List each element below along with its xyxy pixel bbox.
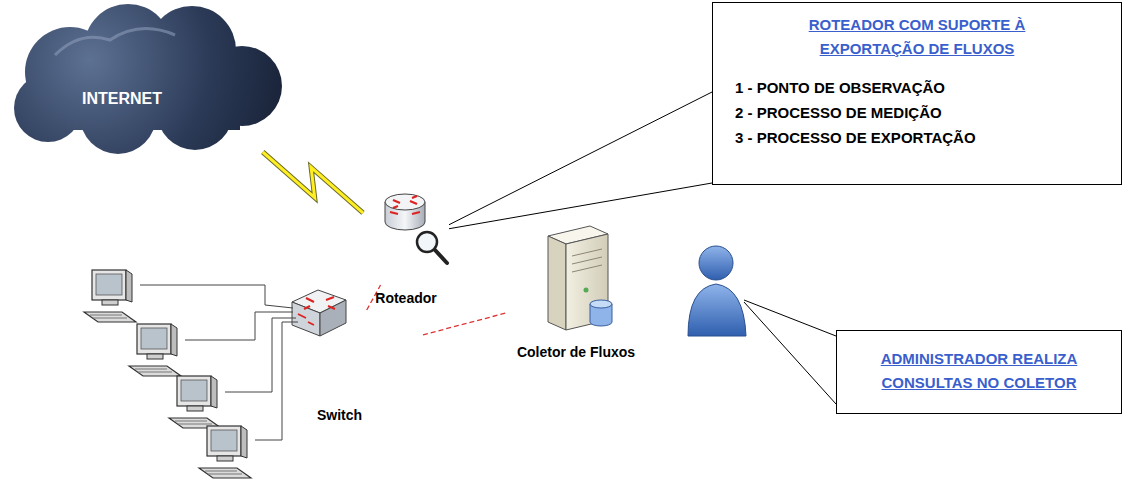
node-label: INTERNET xyxy=(10,12,285,108)
switch-node: Switch xyxy=(259,285,423,428)
computer-icon xyxy=(169,376,221,428)
node-label: Coletor de Fluxos xyxy=(507,222,645,360)
lan-wires xyxy=(140,285,298,440)
lightning-link xyxy=(263,152,363,213)
server-icon xyxy=(548,226,612,330)
node-label: Switch xyxy=(259,285,362,423)
router-icon xyxy=(385,194,425,230)
internet-cloud xyxy=(14,4,282,154)
computer-icon xyxy=(199,426,251,478)
node-label: 3 - PROCESSO DE EXPORTAÇÃO xyxy=(713,125,1121,150)
callout-leader xyxy=(449,92,712,229)
administrator-icon xyxy=(688,246,746,336)
switch-icon xyxy=(292,290,346,336)
collector-node: Coletor de Fluxos xyxy=(507,222,645,367)
node-label: Roteador xyxy=(363,168,449,306)
callout-box: ADMINISTRADOR REALIZA CONSULTAS NO COLET… xyxy=(836,330,1122,414)
cloud-node: INTERNET xyxy=(10,12,285,152)
leader-line xyxy=(744,300,836,404)
lightning-outline xyxy=(263,152,363,213)
node-label: 1 - PONTO DE OBSERVAÇÃO xyxy=(713,75,1121,100)
router-node: Roteador xyxy=(363,168,449,310)
node-label: ADMINISTRADOR REALIZA CONSULTAS NO COLET… xyxy=(854,347,1104,395)
dashed-link xyxy=(423,313,507,335)
computer-icon xyxy=(129,324,181,376)
callout-title: ROTEADOR COM SUPORTE À EXPORTAÇÃO DE FLU… xyxy=(782,13,1052,61)
callout-box: ROTEADOR COM SUPORTE À EXPORTAÇÃO DE FLU… xyxy=(712,2,1122,185)
node-label: 2 - PROCESSO DE MEDIÇÃO xyxy=(713,100,1121,125)
computer-icon xyxy=(84,270,136,322)
magnifier-icon xyxy=(417,232,447,263)
